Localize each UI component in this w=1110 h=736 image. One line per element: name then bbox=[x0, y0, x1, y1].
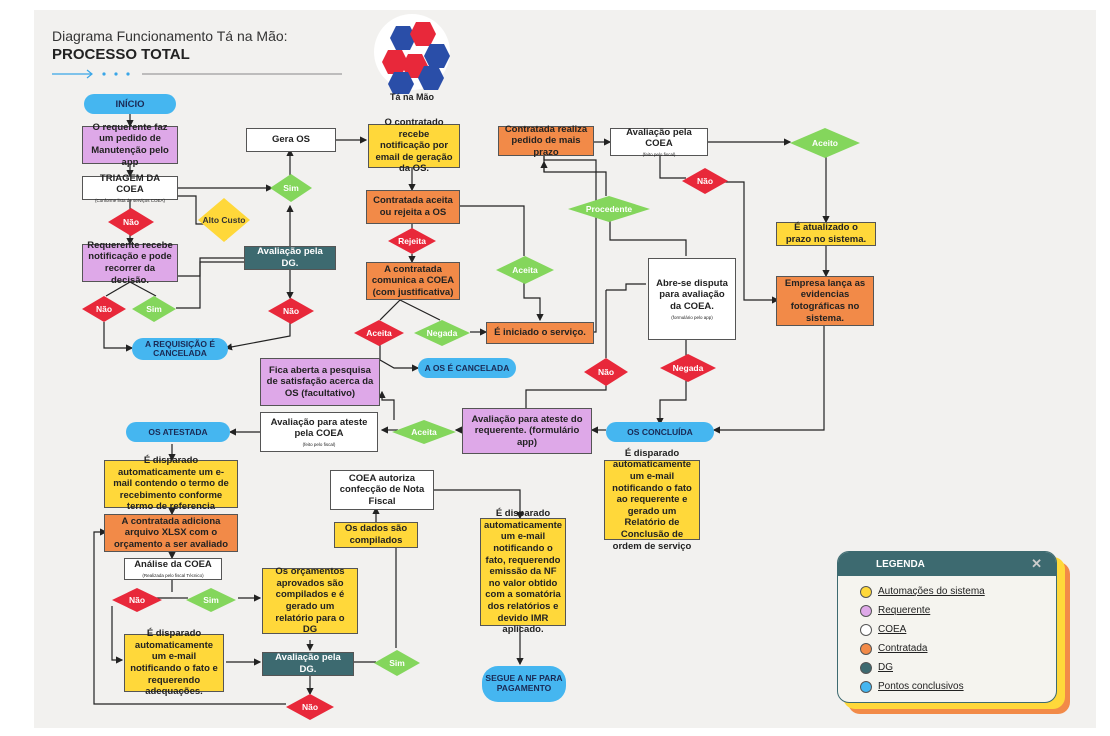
node-orcamentos: Os orçamentos aprovados são compilados e… bbox=[262, 566, 358, 635]
node-email-concluida: É disparado automaticamente um e-mail no… bbox=[604, 448, 700, 552]
legend-item-label: Automações do sistema bbox=[878, 586, 985, 597]
node-avaliacao-requerente: Avaliação para ateste do requerente. (fo… bbox=[462, 408, 592, 454]
node-mais-prazo: Contratada realiza pedido de mais prazo bbox=[498, 124, 594, 158]
node-triagem-sub: (Conforme lista de serviços COEA) bbox=[94, 197, 166, 203]
legend-item-contratada: Contratada bbox=[838, 639, 1056, 658]
node-disputa: Abre-se disputa para avaliação da COEA. … bbox=[648, 258, 736, 340]
logo-text: Tá na Mão bbox=[389, 92, 434, 102]
node-os-atestada: OS ATESTADA bbox=[126, 422, 230, 442]
legend-item-label: Pontos conclusivos bbox=[878, 681, 964, 692]
node-aceita-rejeita: Contratada aceita ou rejeita a OS bbox=[366, 190, 460, 224]
node-email-termo: É disparado automaticamente um e-mail co… bbox=[104, 455, 238, 512]
node-avaliacao-dg-2: Avaliação pela DG. bbox=[262, 652, 354, 676]
close-icon[interactable]: ✕ bbox=[1031, 556, 1042, 571]
node-xlsx: A contratada adiciona arquivo XLSX com o… bbox=[104, 514, 238, 552]
node-avaliacao-ateste-sub: (feito pelo fiscal) bbox=[302, 441, 336, 447]
logo bbox=[364, 14, 460, 104]
node-requisicao-cancelada: A REQUISIÇÃO É CANCELADA bbox=[132, 338, 228, 360]
legend-swatch bbox=[860, 604, 872, 617]
legend-item-label: COEA bbox=[878, 624, 907, 635]
node-avaliacao-ateste: Avaliação para ateste pela COEA (feito p… bbox=[260, 412, 378, 452]
legend-item-requerente: Requerente bbox=[838, 601, 1056, 620]
node-analise-coea-sub: (Realizada pelo fiscal Técnico) bbox=[142, 573, 204, 579]
node-avaliacao-ateste-label: Avaliação para ateste pela COEA bbox=[270, 416, 368, 440]
node-empresa-lanca: Empresa lança as evidencias fotográficas… bbox=[776, 276, 874, 326]
legend-swatch bbox=[860, 661, 872, 674]
node-segue-nf: SEGUE A NF PARA PAGAMENTO bbox=[482, 666, 566, 702]
legend-item-label: Contratada bbox=[878, 643, 928, 654]
legend-item-label: DG bbox=[878, 662, 893, 673]
node-email-adequacoes: É disparado automaticamente um e-mail no… bbox=[124, 628, 224, 697]
node-contratado-notificacao: O contratado recebe notificação por emai… bbox=[368, 117, 460, 174]
node-disputa-sub: (formulário pelo app) bbox=[671, 314, 713, 320]
legend-swatch bbox=[860, 642, 872, 655]
node-triagem-label: TRIAGEM DA COEA bbox=[99, 172, 161, 196]
node-avaliacao-coea-1: Avaliação pela COEA (feito pelo fiscal) bbox=[610, 126, 708, 157]
legend-header: LEGENDA ✕ bbox=[838, 552, 1056, 576]
legend-swatch bbox=[860, 623, 872, 636]
legend-item-dg: DG bbox=[838, 658, 1056, 677]
legend-swatch bbox=[860, 680, 872, 693]
node-analise-coea: Análise da COEA (Realizada pelo fiscal T… bbox=[124, 558, 222, 580]
node-pesquisa: Fica aberta a pesquisa de satisfação ace… bbox=[260, 358, 380, 406]
node-email-nf: É disparado automaticamente um e-mail no… bbox=[480, 508, 566, 635]
node-analise-coea-label: Análise da COEA bbox=[134, 559, 212, 571]
node-avaliacao-coea-1-label: Avaliação pela COEA bbox=[626, 126, 692, 150]
legend-panel: LEGENDA ✕ Automações do sistema Requeren… bbox=[837, 551, 1057, 703]
node-gera-os: Gera OS bbox=[246, 128, 336, 152]
node-triagem: TRIAGEM DA COEA (Conforme lista de servi… bbox=[82, 172, 178, 203]
node-comunica-coea: A contratada comunica a COEA (com justif… bbox=[366, 262, 460, 300]
diagram-title: Diagrama Funcionamento Tá na Mão: bbox=[52, 28, 288, 44]
legend-item-label: Requerente bbox=[878, 605, 931, 616]
legend-swatch bbox=[860, 585, 872, 598]
legend-title: LEGENDA bbox=[876, 558, 925, 570]
node-os-cancelada: A OS É CANCELADA bbox=[418, 358, 516, 378]
legend-item-conclusivos: Pontos conclusivos bbox=[838, 677, 1056, 696]
node-os-concluida: OS CONCLUÍDA bbox=[606, 422, 714, 442]
decorative-arrow-line bbox=[52, 69, 342, 79]
node-avaliacao-coea-1-sub: (feito pelo fiscal) bbox=[642, 151, 676, 157]
legend-item-coea: COEA bbox=[838, 620, 1056, 639]
node-coea-autoriza: COEA autoriza confecção de Nota Fiscal bbox=[330, 470, 434, 510]
node-iniciado-servico: É iniciado o serviço. bbox=[486, 322, 594, 344]
node-disputa-label: Abre-se disputa para avaliação da COEA. bbox=[656, 277, 728, 313]
legend-item-automacoes: Automações do sistema bbox=[838, 582, 1056, 601]
node-dados-compilados: Os dados são compilados bbox=[334, 522, 418, 548]
node-inicio: INÍCIO bbox=[84, 94, 176, 114]
node-prazo-atualizado: É atualizado o prazo no sistema. bbox=[776, 222, 876, 246]
diagram-subtitle: PROCESSO TOTAL bbox=[52, 46, 190, 63]
node-pedido: O requerente faz um pedido de Manutenção… bbox=[82, 122, 178, 168]
node-requerente-notificacao: Requerente recebe notificação e pode rec… bbox=[82, 240, 178, 286]
node-avaliacao-dg-1: Avaliação pela DG. bbox=[244, 246, 336, 270]
